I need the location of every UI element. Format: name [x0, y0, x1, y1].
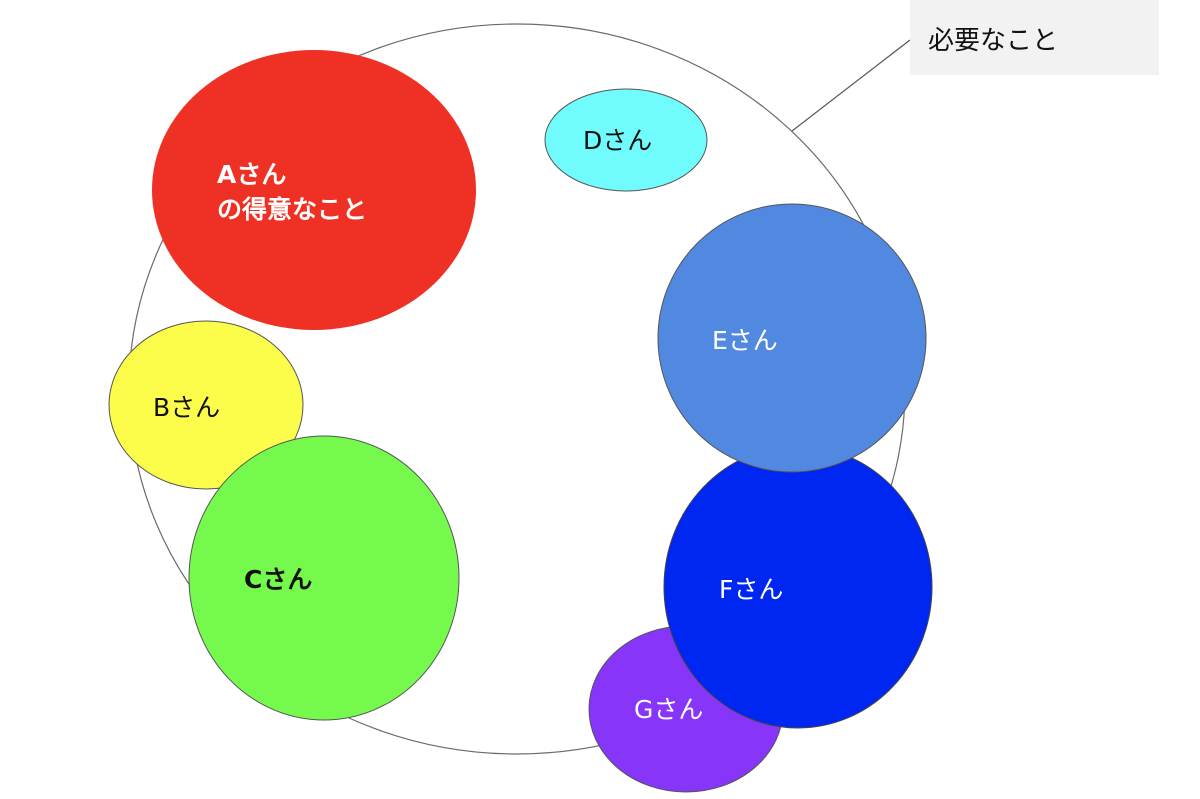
person-d-circle	[544, 88, 708, 192]
person-b-label: Bさん	[153, 393, 220, 422]
callout-label: 必要なこと	[928, 26, 1059, 56]
person-c-label: Cさん	[244, 565, 312, 594]
person-a-circle	[152, 50, 476, 330]
callout-connector-line	[791, 39, 911, 132]
person-a-label-line2: の得意なこと	[217, 195, 367, 224]
person-b-circle	[108, 320, 304, 490]
person-c-circle	[188, 435, 460, 721]
person-e-label: Eさん	[712, 326, 778, 355]
person-d-label: Dさん	[583, 126, 652, 155]
person-f-label: Fさん	[719, 575, 783, 604]
person-f-circle	[663, 445, 933, 729]
person-a-label-line1: Aさん	[217, 160, 286, 189]
person-g-label: Gさん	[634, 695, 703, 724]
person-e-circle	[657, 203, 927, 473]
callout-box: 必要なこと	[910, 0, 1159, 75]
